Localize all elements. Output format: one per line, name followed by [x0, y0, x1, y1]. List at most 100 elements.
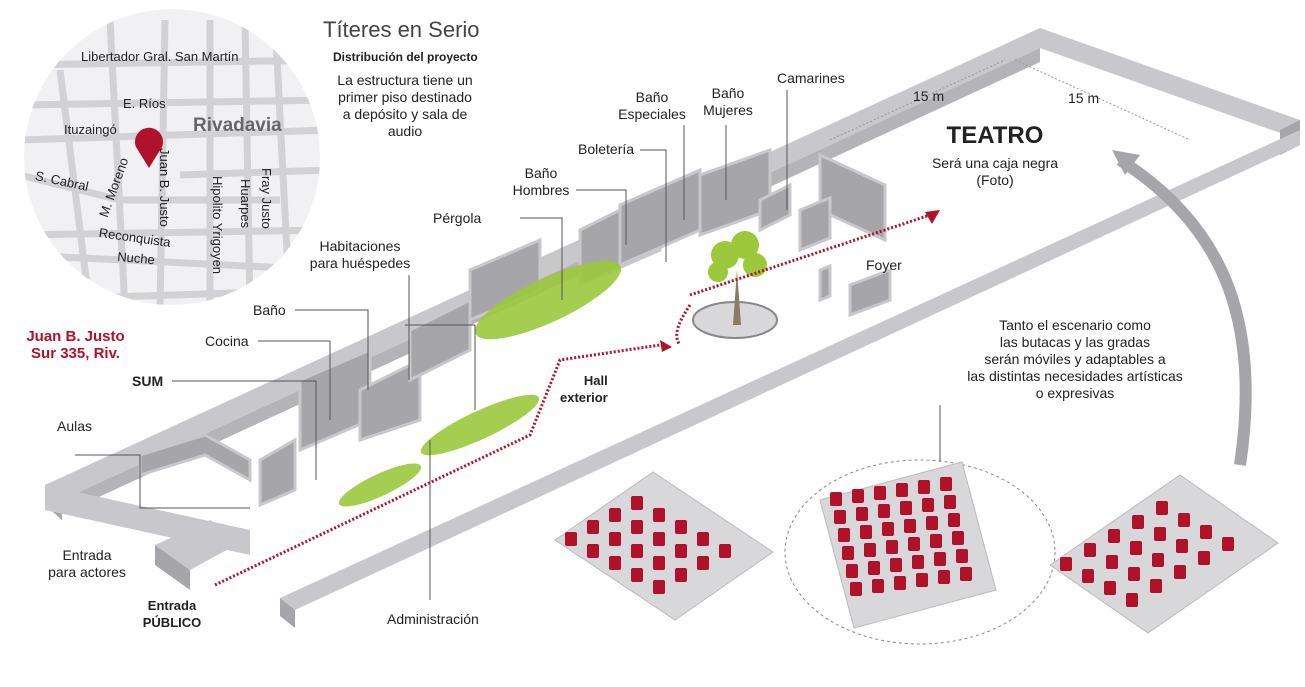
address-line: Sur 335, Riv. — [31, 345, 120, 362]
seat — [675, 520, 687, 534]
label-line: para huéspedes — [309, 255, 411, 271]
seat — [934, 552, 946, 566]
description-line: La estructura tiene un — [337, 72, 473, 88]
seat — [960, 567, 972, 581]
seat — [631, 520, 643, 534]
seat — [830, 492, 842, 506]
label-cocina: Cocina — [205, 333, 249, 349]
label-hall-exterior: Hall exterior — [560, 372, 608, 406]
note-line: Tanto el escenario como — [999, 317, 1151, 333]
seat — [908, 537, 920, 551]
seat — [1198, 551, 1210, 565]
seat — [587, 520, 599, 534]
label-sum: SUM — [132, 373, 164, 389]
label-line: exterior — [560, 390, 608, 405]
seat — [1128, 567, 1140, 581]
seat — [868, 561, 880, 575]
label-boleteria: Boletería — [578, 141, 635, 157]
seat — [1154, 527, 1166, 541]
seat — [894, 576, 906, 590]
seat — [912, 555, 924, 569]
label-line: Baño — [635, 89, 669, 105]
seat — [631, 544, 643, 558]
seat — [940, 477, 952, 491]
street-label: E. Ríos — [123, 96, 166, 111]
label-line: Baño — [524, 165, 558, 181]
seat — [956, 549, 968, 563]
label-line: Baño — [711, 85, 745, 101]
seat — [1150, 579, 1162, 593]
seat — [1126, 593, 1138, 607]
address: Juan B. Justo Sur 335, Riv. — [18, 328, 133, 362]
street-label: Juan B. Justo — [157, 148, 172, 227]
seat — [1060, 557, 1072, 571]
street-label: Hipolito Yrigoyen — [210, 176, 225, 275]
label-line: (Foto) — [976, 172, 1014, 188]
seat — [653, 580, 665, 594]
seat — [878, 504, 890, 518]
label-aulas: Aulas — [57, 418, 93, 434]
seat — [864, 543, 876, 557]
seat — [846, 564, 858, 578]
seat — [904, 519, 916, 533]
seat — [882, 522, 894, 536]
page-title: Títeres en Serio — [323, 17, 480, 42]
label-line: para actores — [48, 564, 126, 580]
seat — [938, 570, 950, 584]
label-pergola: Pérgola — [433, 210, 482, 226]
seating-blocks — [554, 461, 1279, 634]
label-camarines: Camarines — [777, 70, 845, 86]
teatro-description: Será una caja negra(Foto) — [915, 155, 1075, 189]
dimension-label: 15 m — [1068, 90, 1100, 106]
seat — [852, 489, 864, 503]
seat — [1106, 555, 1118, 569]
seat — [631, 496, 643, 510]
label-administracion: Administración — [387, 611, 479, 627]
seat — [1104, 581, 1116, 595]
description-line: a depósito y sala de — [342, 106, 468, 122]
seat — [1222, 537, 1234, 551]
seat — [1132, 515, 1144, 529]
seat — [587, 544, 599, 558]
seat — [926, 516, 938, 530]
label-line: Hombres — [512, 182, 570, 198]
description-line: audio — [387, 123, 423, 139]
note-line: las butacas y las gradas — [999, 334, 1151, 350]
note-line: serán móviles y adaptables a — [984, 351, 1166, 367]
seat — [697, 532, 709, 546]
street-label: Ituzaingó — [64, 122, 117, 137]
public-path — [214, 213, 931, 587]
note-line: o expresivas — [1035, 385, 1115, 401]
seat — [952, 531, 964, 545]
seat — [609, 532, 621, 546]
seat — [860, 525, 872, 539]
seat — [719, 544, 731, 558]
seat — [874, 486, 886, 500]
map-city-label: Rivadavia — [193, 115, 282, 136]
seat — [1176, 539, 1188, 553]
seat — [834, 510, 846, 524]
seat — [842, 546, 854, 560]
seat — [896, 483, 908, 497]
seat — [1108, 529, 1120, 543]
seat — [1152, 553, 1164, 567]
seat — [609, 556, 621, 570]
street-label: Fray Justo — [259, 168, 274, 229]
label-line: Especiales — [618, 106, 686, 122]
label-line: Hall — [583, 373, 608, 388]
seat — [1200, 525, 1212, 539]
page-subtitle: Distribución del proyecto — [333, 50, 478, 64]
seat — [1084, 543, 1096, 557]
seating-note: Tanto el escenario como las butacas y la… — [940, 317, 1210, 402]
seat — [856, 507, 868, 521]
seat — [922, 498, 934, 512]
seat — [653, 508, 665, 522]
seat — [565, 532, 577, 546]
